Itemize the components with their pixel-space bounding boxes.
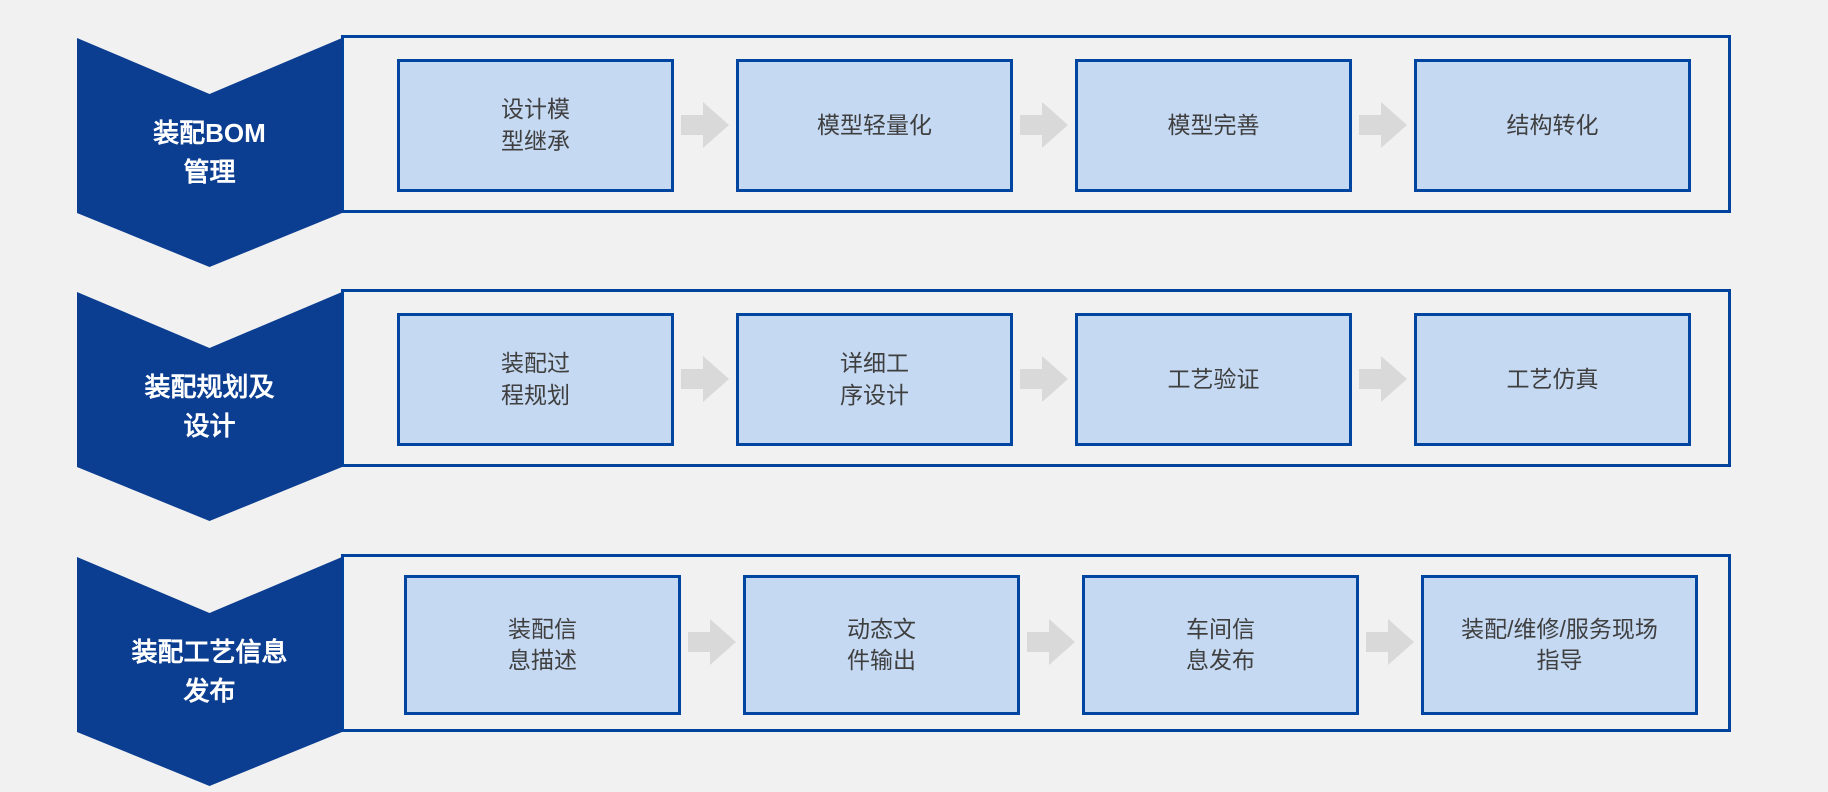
- right-arrow-icon: [1020, 356, 1068, 402]
- process-step-box: 设计模 型继承: [397, 59, 674, 192]
- stage-label: 装配工艺信息 发布: [131, 636, 288, 706]
- process-step-box: 车间信 息发布: [1082, 575, 1359, 715]
- right-arrow-icon: [681, 356, 729, 402]
- process-row-bom: 装配BOM 管理 设计模 型继承 模型轻量化 模型完善 结构转化: [0, 35, 1828, 267]
- process-step-box: 装配过 程规划: [397, 313, 674, 446]
- row-outline-container: [341, 289, 1731, 467]
- process-row-planning: 装配规划及 设计 装配过 程规划 详细工 序设计 工艺验证 工艺仿真: [0, 289, 1828, 521]
- process-step-box: 动态文 件输出: [743, 575, 1020, 715]
- row-outline-container: [341, 554, 1731, 732]
- right-arrow-icon: [1020, 102, 1068, 148]
- stage-chevron-icon: [77, 38, 342, 267]
- process-step-box: 模型轻量化: [736, 59, 1013, 192]
- row-outline-container: [341, 35, 1731, 213]
- stage-chevron-icon: [77, 292, 342, 521]
- process-step-box: 结构转化: [1414, 59, 1691, 192]
- stage-chevron-icon: [77, 557, 342, 786]
- stage-label: 装配规划及 设计: [144, 371, 275, 441]
- process-step-box: 工艺验证: [1075, 313, 1352, 446]
- stage-label: 装配BOM 管理: [153, 117, 266, 187]
- right-arrow-icon: [1359, 102, 1407, 148]
- right-arrow-icon: [1366, 619, 1414, 665]
- right-arrow-icon: [688, 619, 736, 665]
- right-arrow-icon: [1359, 356, 1407, 402]
- process-step-box: 装配/维修/服务现场 指导: [1421, 575, 1698, 715]
- process-step-box: 工艺仿真: [1414, 313, 1691, 446]
- process-row-publishing: 装配工艺信息 发布 装配信 息描述 动态文 件输出 车间信 息发布 装配/维修/…: [0, 554, 1828, 786]
- process-step-box: 装配信 息描述: [404, 575, 681, 715]
- right-arrow-icon: [681, 102, 729, 148]
- right-arrow-icon: [1027, 619, 1075, 665]
- process-step-box: 详细工 序设计: [736, 313, 1013, 446]
- process-step-box: 模型完善: [1075, 59, 1352, 192]
